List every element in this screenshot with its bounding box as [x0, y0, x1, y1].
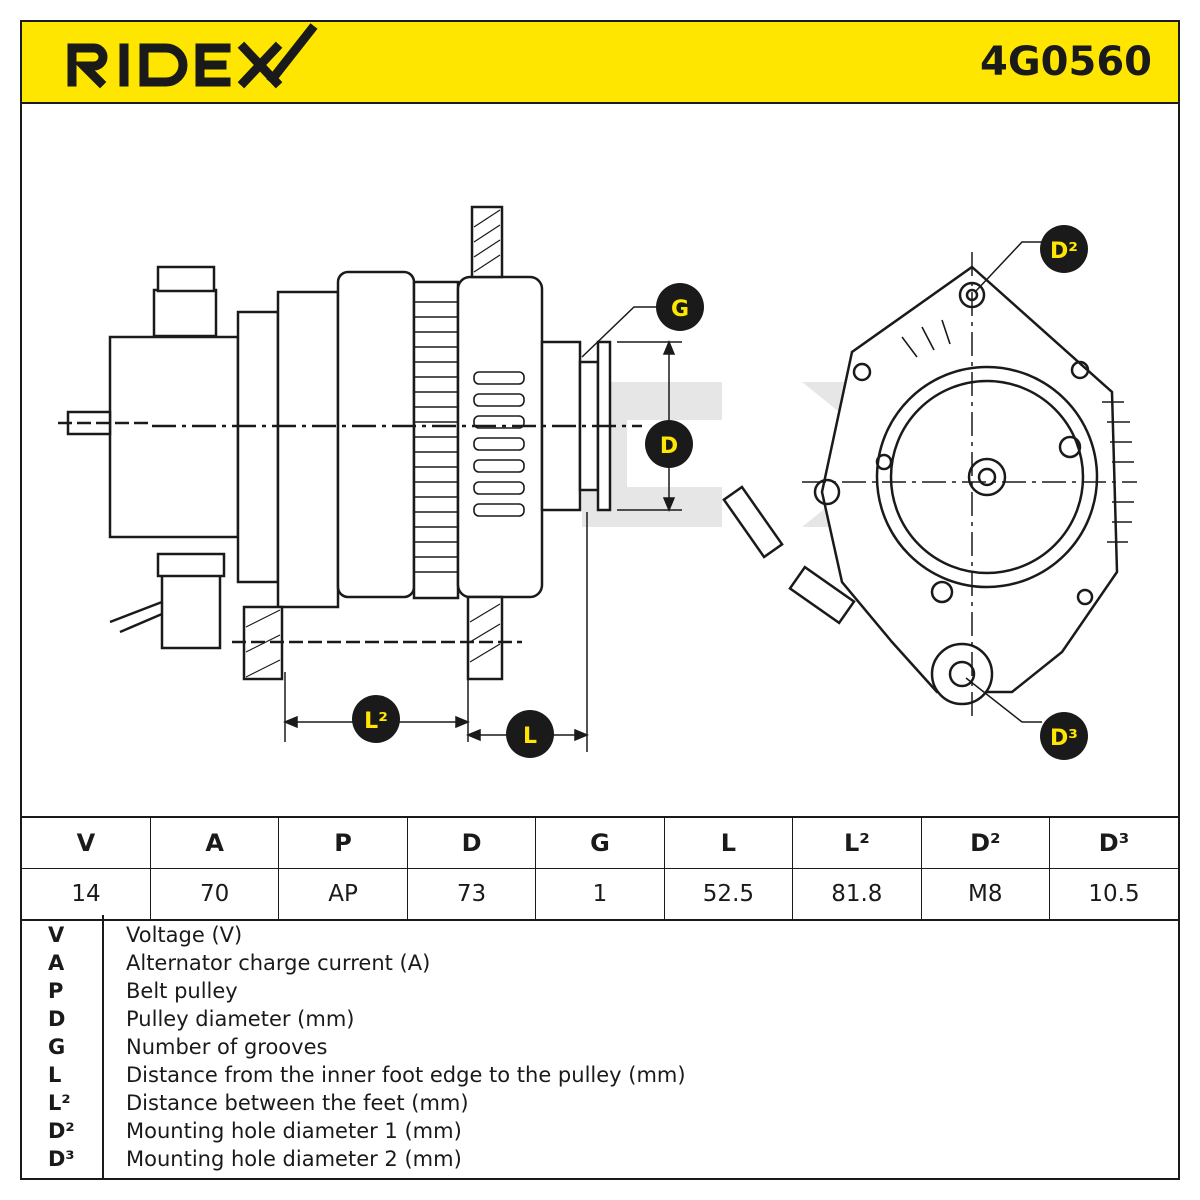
- legend-row: G Number of grooves: [22, 1035, 1178, 1063]
- legend-row: D³ Mounting hole diameter 2 (mm): [22, 1147, 1178, 1175]
- spec-header-cell: G: [535, 816, 665, 869]
- spec-value-cell: 81.8: [792, 868, 922, 921]
- legend-text: Number of grooves: [126, 1035, 328, 1059]
- spec-value-cell: 1: [535, 868, 665, 921]
- legend-text: Voltage (V): [126, 923, 243, 947]
- legend-text: Mounting hole diameter 2 (mm): [126, 1147, 462, 1171]
- technical-drawing: G D L² L D² D³: [22, 102, 1178, 816]
- callout-d3-label: D³: [1050, 726, 1078, 751]
- spec-header-cell: L: [663, 816, 794, 869]
- spec-table-value-row: 14 70 AP 73 1 52.5 81.8 M8 10.5: [22, 868, 1178, 921]
- legend-text: Distance from the inner foot edge to the…: [126, 1063, 686, 1087]
- legend-divider: [102, 915, 104, 1178]
- spec-table-header-row: V A P D G L L² D² D³: [22, 816, 1178, 869]
- legend-row: L² Distance between the feet (mm): [22, 1091, 1178, 1119]
- spec-value-cell: 73: [406, 868, 537, 921]
- callout-d-label: D: [660, 434, 678, 459]
- alternator-front-view: [722, 241, 1137, 723]
- part-number: 4G0560: [980, 39, 1152, 85]
- legend-row: A Alternator charge current (A): [22, 951, 1178, 979]
- legend-key: D: [48, 1007, 66, 1031]
- spec-value-cell: 10.5: [1049, 868, 1178, 921]
- legend-row: D² Mounting hole diameter 1 (mm): [22, 1119, 1178, 1147]
- legend-text: Distance between the feet (mm): [126, 1091, 469, 1115]
- legend-row: L Distance from the inner foot edge to t…: [22, 1063, 1178, 1091]
- legend-key: L: [48, 1063, 62, 1087]
- legend: V Voltage (V) A Alternator charge curren…: [22, 915, 1178, 1178]
- legend-text: Belt pulley: [126, 979, 238, 1003]
- callout-d: D: [645, 420, 693, 468]
- dimension-lines: [283, 306, 682, 752]
- legend-key: G: [48, 1035, 66, 1059]
- callout-g: G: [656, 283, 704, 331]
- product-sheet: 4G0560: [20, 20, 1180, 1180]
- spec-header-cell: D³: [1049, 816, 1178, 869]
- spec-value-cell: M8: [920, 868, 1051, 921]
- spec-header-cell: L²: [792, 816, 922, 869]
- spec-value-cell: 52.5: [663, 868, 794, 921]
- spec-header-cell: D²: [920, 816, 1051, 869]
- spec-header-cell: P: [278, 816, 408, 869]
- spec-header-cell: V: [22, 816, 151, 869]
- legend-text: Pulley diameter (mm): [126, 1007, 355, 1031]
- legend-text: Alternator charge current (A): [126, 951, 431, 975]
- spec-header-cell: D: [406, 816, 537, 869]
- legend-key: L²: [48, 1091, 71, 1115]
- callout-d3: D³: [1040, 712, 1088, 760]
- legend-key: V: [48, 923, 65, 947]
- callout-g-label: G: [671, 297, 689, 322]
- ridex-logo: [44, 22, 324, 106]
- legend-row: P Belt pulley: [22, 979, 1178, 1007]
- legend-key: P: [48, 979, 64, 1003]
- legend-text: Mounting hole diameter 1 (mm): [126, 1119, 462, 1143]
- spec-value-cell: 14: [22, 868, 151, 921]
- spec-value-cell: AP: [278, 868, 408, 921]
- section-hatching: [245, 209, 501, 678]
- callout-l: L: [506, 710, 554, 758]
- ridex-logo-mark: [67, 23, 318, 89]
- spec-header-cell: A: [149, 816, 280, 869]
- spec-value-cell: 70: [149, 868, 280, 921]
- legend-row: V Voltage (V): [22, 923, 1178, 951]
- header-bar: 4G0560: [22, 22, 1178, 104]
- callout-d2: D²: [1040, 225, 1088, 273]
- alternator-diagram: G D L² L D² D³: [58, 205, 1137, 760]
- callout-l-label: L: [523, 724, 537, 749]
- callout-d2-label: D²: [1050, 239, 1078, 264]
- legend-key: A: [48, 951, 65, 975]
- callout-l2: L²: [352, 695, 400, 743]
- callout-l2-label: L²: [364, 709, 388, 734]
- spec-table: V A P D G L L² D² D³ 14 70 AP 73 1 52.5 …: [22, 816, 1178, 921]
- alternator-side-view: [58, 205, 642, 681]
- legend-row: D Pulley diameter (mm): [22, 1007, 1178, 1035]
- legend-key: D²: [48, 1119, 75, 1143]
- legend-key: D³: [48, 1147, 75, 1171]
